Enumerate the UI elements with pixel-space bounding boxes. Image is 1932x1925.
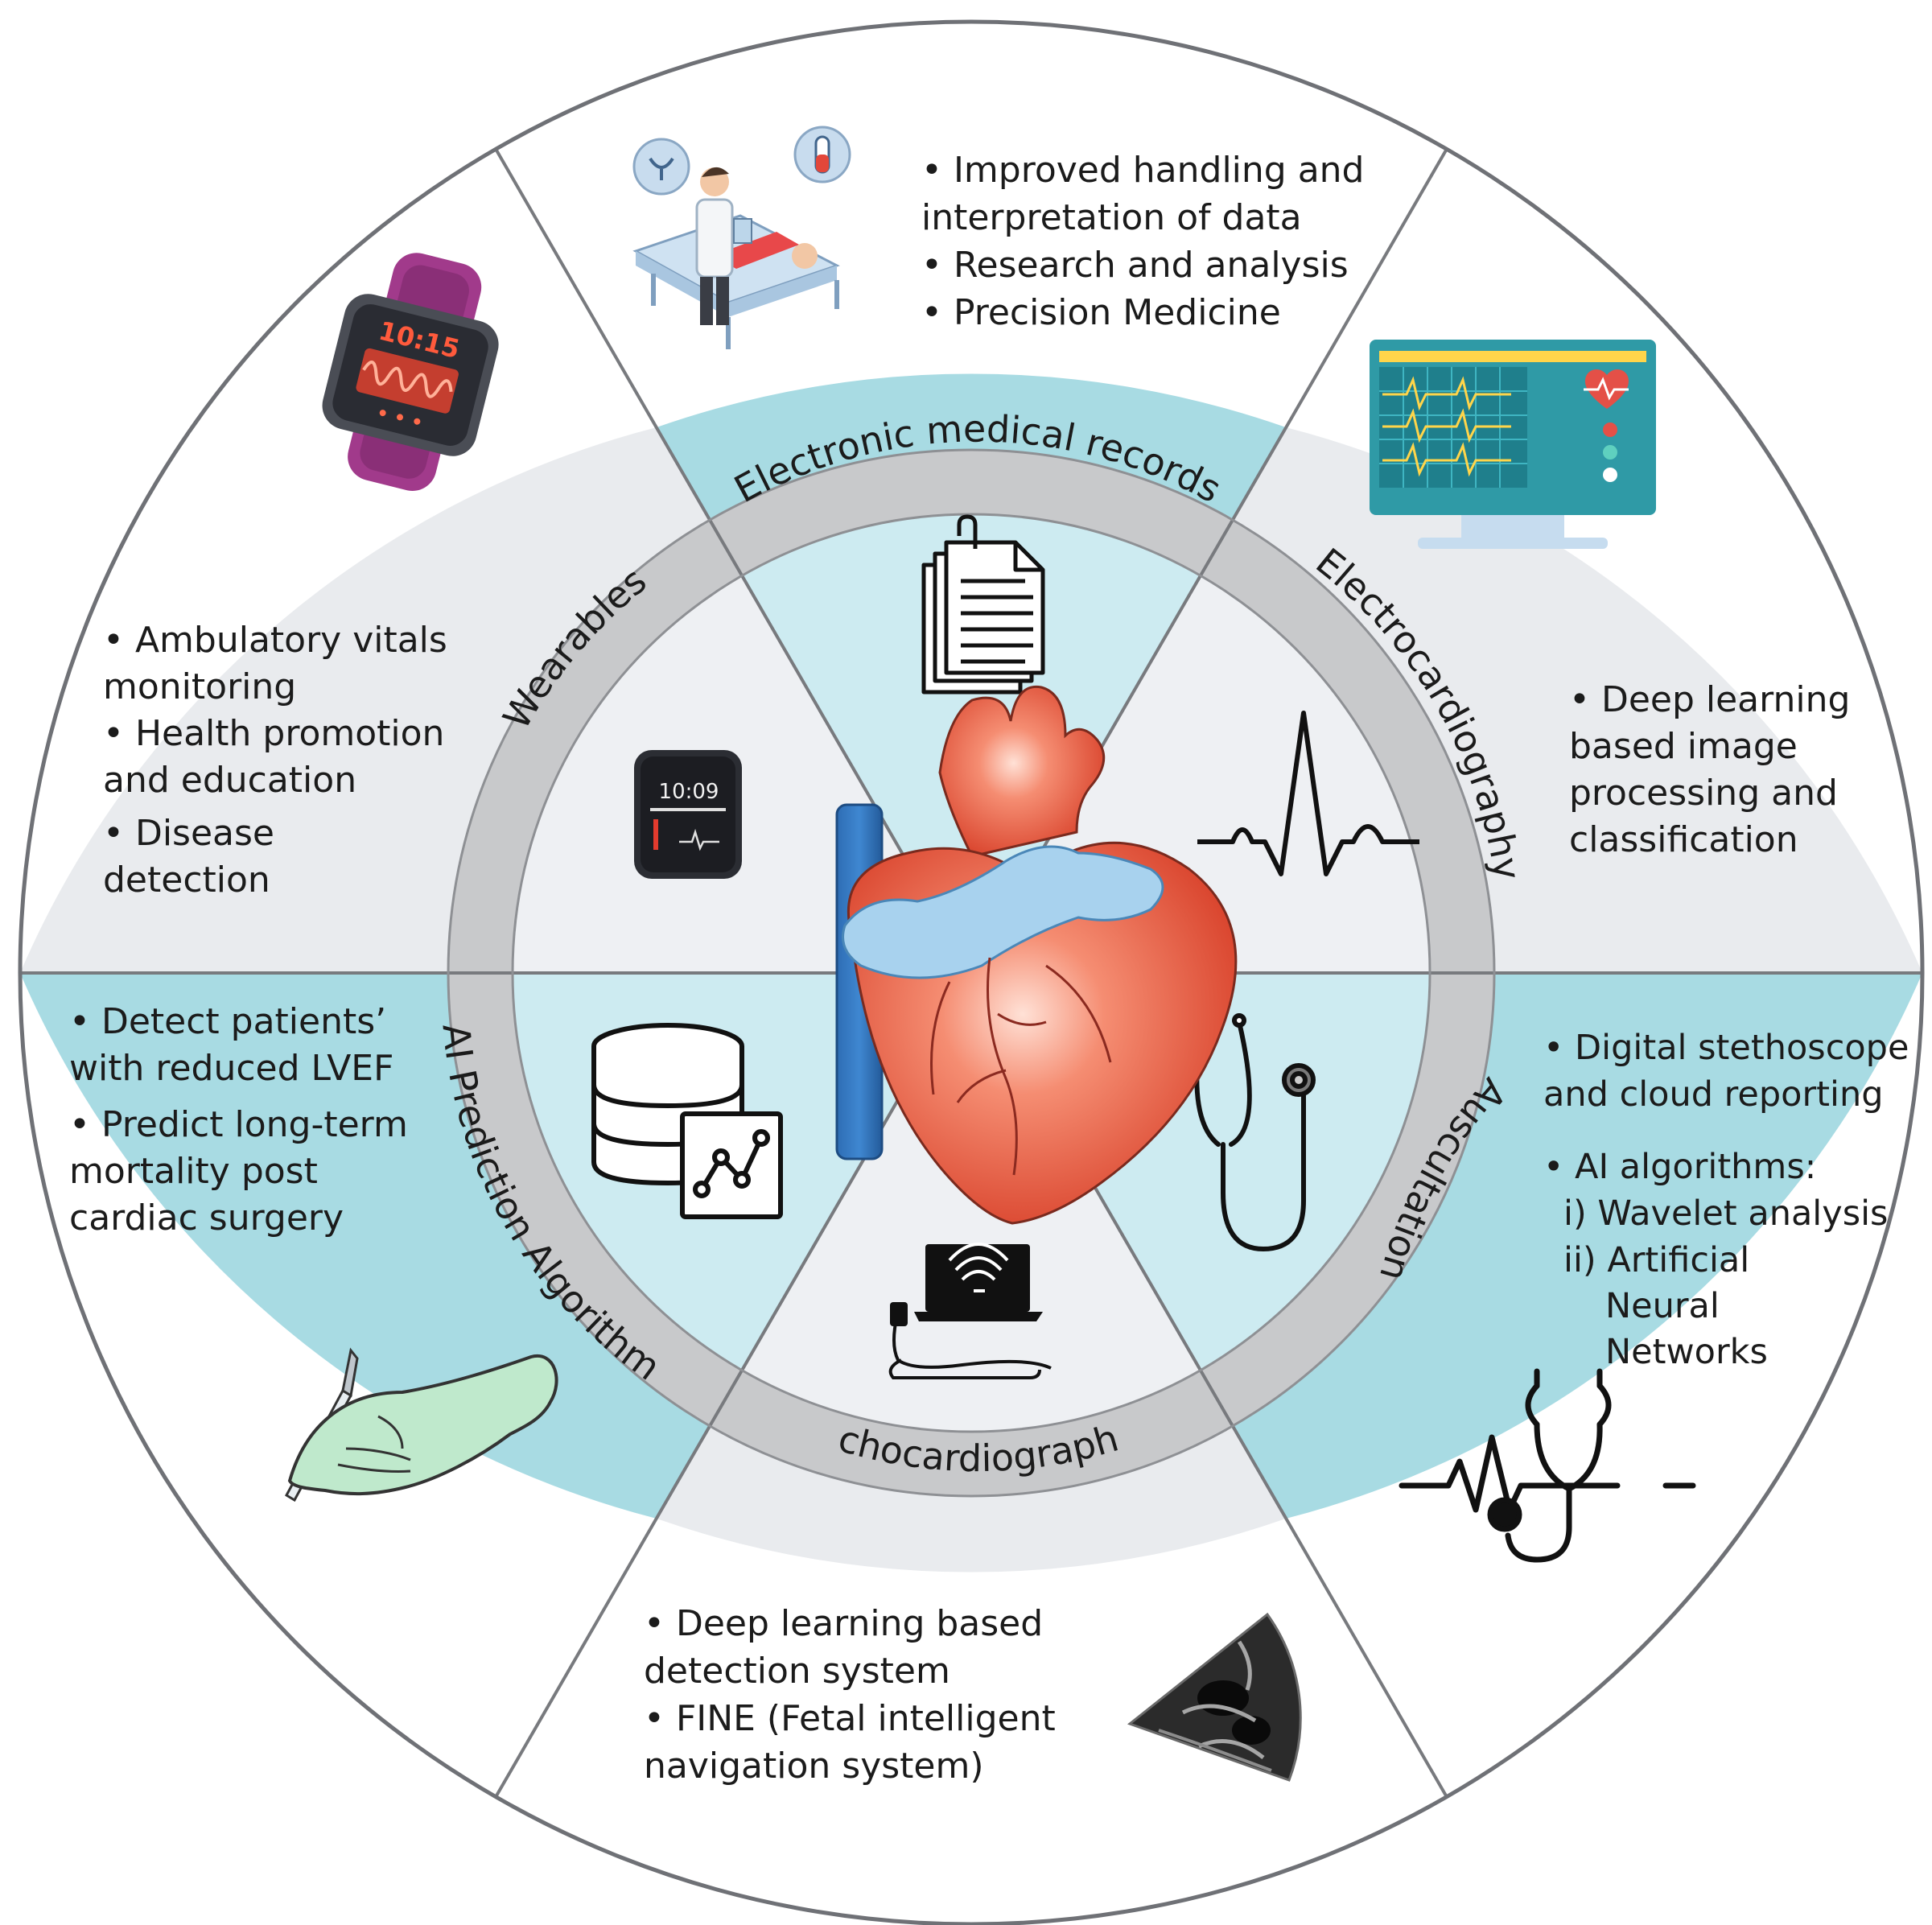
bullet-line: interpretation of data bbox=[921, 197, 1302, 238]
bullet-line: • Predict long-term bbox=[69, 1104, 408, 1145]
bullet-line: and education bbox=[103, 760, 356, 801]
bullet-line: • Research and analysis bbox=[921, 245, 1349, 286]
bullets-ecg: • Deep learning based image processing a… bbox=[1569, 679, 1850, 860]
coronary-vessels bbox=[930, 957, 1112, 1176]
surgeon-hand-icon bbox=[285, 1347, 558, 1502]
bullet-line: • Deep learning based bbox=[644, 1603, 1043, 1644]
ring-inner-edge bbox=[511, 513, 1431, 1433]
bullet-line: mortality post bbox=[69, 1151, 318, 1192]
ecg-wave-icon bbox=[1197, 711, 1419, 876]
bullet-line: Neural bbox=[1605, 1286, 1720, 1326]
bullets-echo: • Deep learning based detection system •… bbox=[644, 1603, 1056, 1787]
bullet-line: classification bbox=[1569, 819, 1798, 860]
bullet-line: navigation system) bbox=[644, 1746, 984, 1787]
bullet-line: cardiac surgery bbox=[69, 1197, 344, 1239]
bullet-line: • Precision Medicine bbox=[921, 292, 1281, 333]
bullet-line: • Detect patients’ bbox=[69, 1001, 386, 1042]
bullet-line: ii) Artificial bbox=[1563, 1240, 1749, 1280]
bullet-line: • Digital stethoscope bbox=[1543, 1028, 1909, 1068]
bullet-line: • FINE (Fetal intelligent bbox=[644, 1698, 1056, 1739]
bullet-line: and cloud reporting bbox=[1543, 1074, 1884, 1115]
outer-border bbox=[18, 19, 1925, 1925]
bullet-line: • Improved handling and bbox=[921, 150, 1364, 191]
aorta bbox=[938, 685, 1106, 858]
bullet-line: • Disease bbox=[103, 813, 274, 854]
ecg-monitor-icon bbox=[1370, 340, 1656, 549]
bullet-line: monitoring bbox=[103, 666, 296, 707]
smartwatch-small-icon: 10:09 bbox=[634, 750, 742, 879]
bullet-line: Networks bbox=[1605, 1332, 1768, 1372]
bullet-line: with reduced LVEF bbox=[69, 1048, 393, 1089]
echo-scan-icon bbox=[1127, 1612, 1302, 1782]
bullet-line: processing and bbox=[1569, 773, 1838, 814]
doctor-patient-icon bbox=[632, 126, 851, 349]
bullets-wearables: • Ambulatory vitals monitoring • Health … bbox=[103, 620, 447, 901]
bullet-line: • Deep learning bbox=[1569, 679, 1850, 720]
stethoscope-pulse-icon bbox=[1399, 1368, 1696, 1563]
bullets-emr: • Improved handling and interpretation o… bbox=[921, 150, 1364, 333]
bullet-line: • Health promotion bbox=[103, 713, 444, 754]
documents-icon bbox=[921, 514, 1045, 695]
database-chart-icon bbox=[591, 1023, 783, 1219]
pulmonary-artery bbox=[842, 845, 1164, 979]
smartwatch-icon: 10:15 bbox=[322, 253, 499, 491]
bullet-line: based image bbox=[1569, 726, 1798, 767]
bullet-line: • AI algorithms: bbox=[1543, 1147, 1816, 1187]
bullets-auscultation: • Digital stethoscope and cloud reportin… bbox=[1543, 1028, 1909, 1372]
bullet-line: detection bbox=[103, 859, 270, 901]
bullet-line: i) Wavelet analysis bbox=[1563, 1193, 1888, 1234]
heart-icon bbox=[835, 685, 1238, 1225]
bullet-line: detection system bbox=[644, 1651, 950, 1692]
ultrasound-laptop-icon bbox=[888, 1243, 1052, 1379]
bullets-ai: • Detect patients’ with reduced LVEF • P… bbox=[69, 1001, 408, 1239]
bullet-line: • Ambulatory vitals bbox=[103, 620, 447, 661]
ring-outer-edge bbox=[447, 448, 1496, 1498]
sector-echo-inner bbox=[742, 973, 1201, 1432]
watch-small-time: 10:09 bbox=[659, 780, 719, 804]
